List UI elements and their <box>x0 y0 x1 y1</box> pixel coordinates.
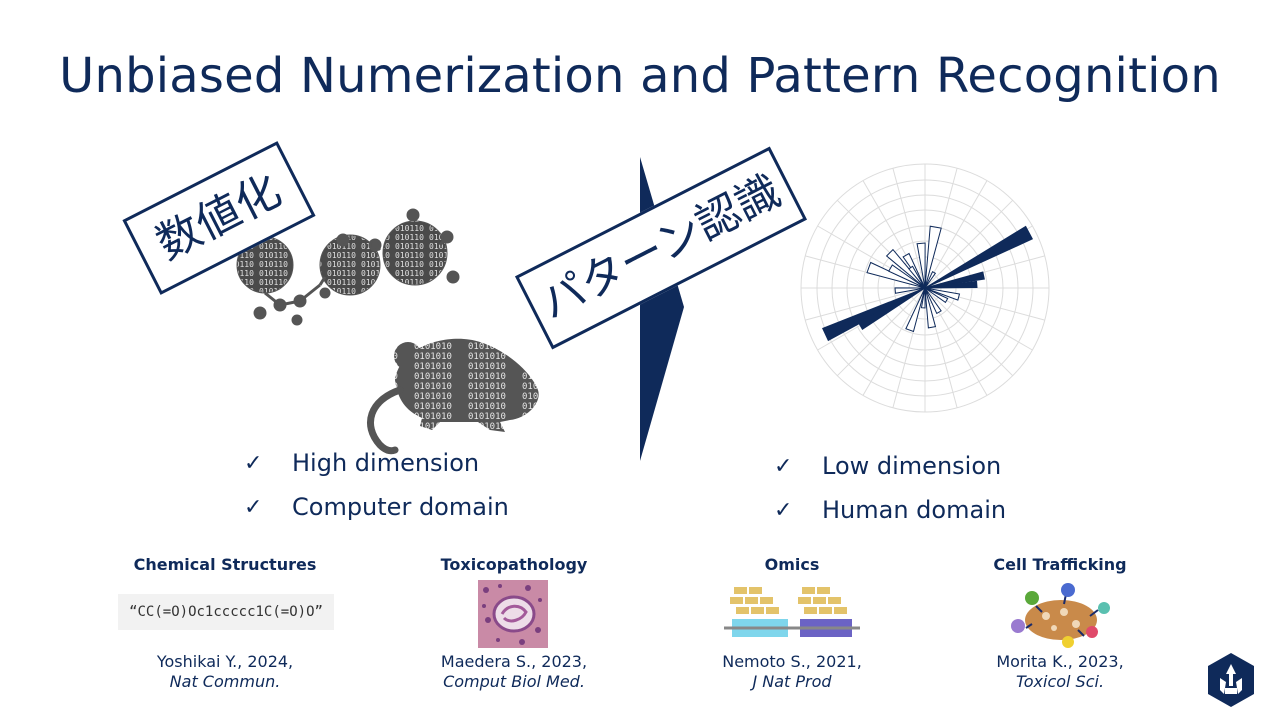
polar-ray <box>924 270 937 289</box>
polar-ray <box>905 287 926 333</box>
cell-trafficking-graphic <box>1011 583 1110 648</box>
molecule-graphic: 010110 <box>236 208 460 326</box>
reference-heading: Cell Trafficking <box>993 555 1127 574</box>
list-item: ✓ Human domain <box>774 488 1006 532</box>
polar-ray <box>924 280 978 289</box>
reference-citation: Maedera S., 2023, Comput Biol Med. <box>404 652 624 692</box>
check-icon: ✓ <box>244 494 263 520</box>
left-bullet-list: ✓ High dimension ✓ Computer domain <box>244 441 509 529</box>
polar-ray <box>924 287 961 301</box>
reference-journal: Nat Commun. <box>169 672 281 691</box>
histology-image <box>478 580 548 648</box>
polar-ray <box>924 225 1034 289</box>
reference-heading: Omics <box>764 555 820 574</box>
polar-ray <box>924 225 942 289</box>
check-icon: ✓ <box>774 497 793 523</box>
mouse-graphic: 0101010 <box>367 338 539 455</box>
bullet-text: Human domain <box>822 496 1007 524</box>
polar-ray <box>894 287 926 294</box>
list-item: ✓ Computer domain <box>244 485 509 529</box>
polar-ray <box>887 264 926 289</box>
reference-author: Yoshikai Y., 2024, <box>156 652 294 671</box>
reference-author: Morita K., 2023, <box>996 652 1124 671</box>
reference-journal: Comput Biol Med. <box>443 672 585 691</box>
reference-citation: Yoshikai Y., 2024, Nat Commun. <box>115 652 335 692</box>
institution-logo-icon <box>1208 653 1254 707</box>
reference-heading: Chemical Structures <box>133 555 317 574</box>
reference-citation: Nemoto S., 2021, J Nat Prod <box>682 652 902 692</box>
polar-ray <box>924 287 942 315</box>
slide-title: Unbiased Numerization and Pattern Recogn… <box>59 48 1221 104</box>
polar-ray <box>920 287 926 309</box>
polar-chart-graphic <box>800 163 1050 413</box>
omics-graphic <box>724 587 860 637</box>
polar-spoke <box>892 168 926 289</box>
reference-journal: Toxicol Sci. <box>1015 672 1105 691</box>
polar-spoke <box>924 199 1014 289</box>
right-bullet-list: ✓ Low dimension ✓ Human domain <box>774 444 1006 532</box>
reference-citation: Morita K., 2023, Toxicol Sci. <box>950 652 1170 692</box>
polar-ray <box>908 265 926 289</box>
polar-spoke <box>862 287 926 396</box>
polar-spoke <box>924 180 988 289</box>
bullet-text: Computer domain <box>292 493 509 521</box>
polar-spoke <box>805 287 926 321</box>
reference-journal: J Nat Prod <box>752 672 832 691</box>
polar-ray <box>924 271 985 289</box>
polar-ray <box>924 287 937 329</box>
polar-spoke <box>836 287 926 377</box>
reference-author: Maedera S., 2023, <box>440 652 588 671</box>
bullet-text: Low dimension <box>822 452 1002 480</box>
smiles-string: “CC(=O)Oc1ccccc1C(=O)O” <box>118 594 334 630</box>
reference-author: Nemoto S., 2021, <box>722 652 862 671</box>
bullet-text: High dimension <box>292 449 480 477</box>
polar-ray <box>916 242 926 289</box>
reference-heading: Toxicopathology <box>440 555 588 574</box>
polar-ray <box>857 287 926 331</box>
check-icon: ✓ <box>774 453 793 479</box>
polar-ray <box>924 287 949 304</box>
list-item: ✓ High dimension <box>244 441 509 485</box>
list-item: ✓ Low dimension <box>774 444 1006 488</box>
polar-spoke <box>924 287 1014 377</box>
check-icon: ✓ <box>244 450 263 476</box>
